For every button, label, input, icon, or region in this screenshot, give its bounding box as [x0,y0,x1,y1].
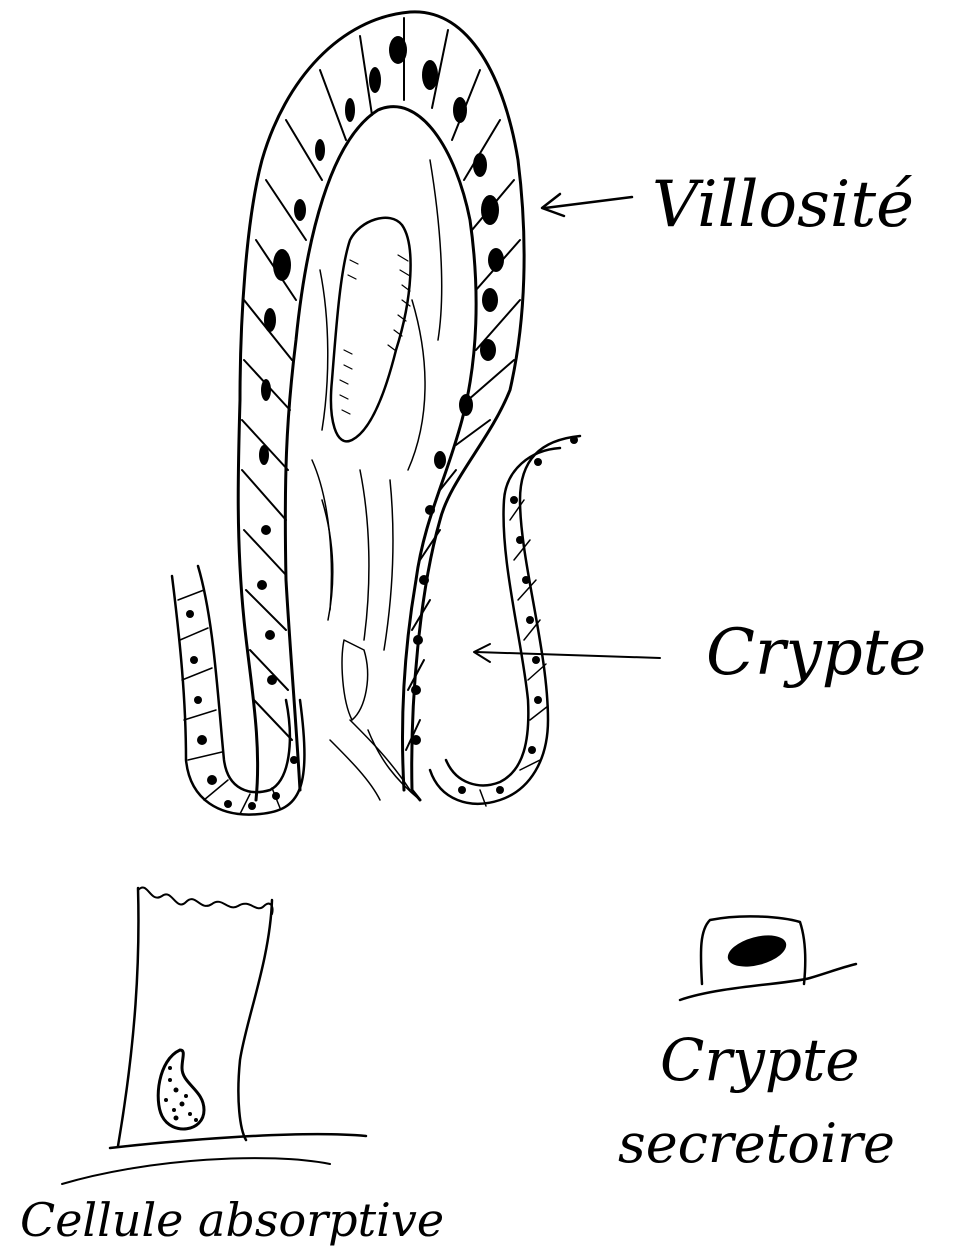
secretory-cell [680,916,856,1000]
epithelial-cell-walls [242,18,520,750]
absorptive-cell-body-right [238,900,272,1140]
absorptive-cell [62,888,366,1184]
villosite-label: Villosité [652,168,914,242]
absorptive-cell-nucleus [158,1050,204,1129]
villus-inner-contour [285,107,476,790]
secretory-basement-line [680,964,856,1000]
secretory-cell-nucleus [724,930,789,973]
crypte-label: Crypte [706,616,926,690]
lacteal-hatching [340,255,410,414]
absorptive-underline [62,1158,330,1184]
right-crypt-nuclei [458,436,578,794]
microvilli-border [138,888,273,914]
absorptive-cell-label: Cellule absorptive [20,1193,444,1247]
secretory-secretoire-label: secretoire [618,1112,895,1175]
secretory-crypte-label: Crypte [660,1026,860,1094]
right-crypt-inner [446,448,560,785]
villus-nuclei [257,36,504,745]
absorptive-basement-line [110,1134,366,1148]
villus [238,12,524,800]
villosite-arrow [542,194,632,216]
left-crypt [172,566,304,815]
lamina-propria-fibres [312,160,442,800]
crypte-arrow [474,644,660,662]
central-lacteal [331,218,411,442]
absorptive-cell-body [118,888,138,1146]
left-crypt-cell-walls [178,590,280,814]
